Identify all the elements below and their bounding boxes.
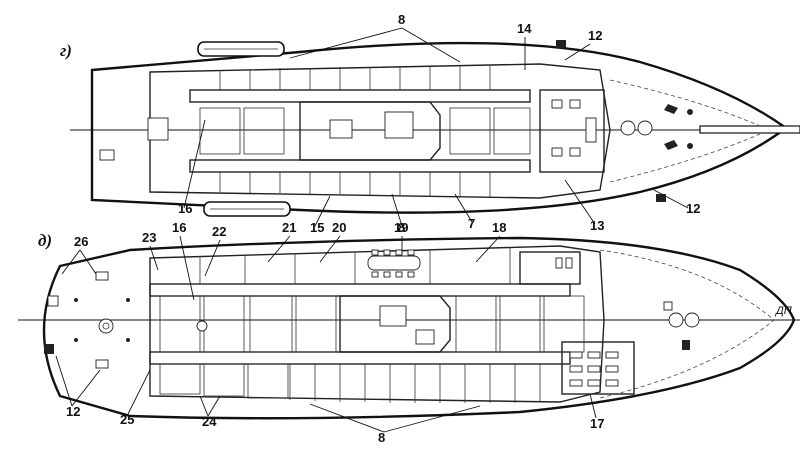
lower-aft-deck [44, 271, 130, 369]
callout-bottom-16: 16 [172, 220, 186, 235]
lower-bow-winches [663, 301, 700, 350]
lower-classroom-desks [569, 351, 619, 387]
upper-cabins-port [219, 65, 491, 90]
deck-plan-upper: г) 8 14 12 12 13 7 8 15 16 [60, 12, 800, 235]
upper-hall-desk [329, 119, 353, 139]
panel-label-d: д) [38, 231, 52, 250]
callout-bottom-21: 21 [282, 220, 296, 235]
deck-plan-lower: ДП [18, 220, 800, 445]
callout-bottom-26: 26 [74, 234, 88, 249]
lower-leader-lines [55, 235, 597, 433]
callout-top-14: 14 [517, 21, 532, 36]
lower-deck-hull [42, 236, 796, 420]
callout-bottom-20: 20 [332, 220, 346, 235]
upper-port-equipment [556, 40, 566, 48]
lower-superstructure [149, 245, 605, 403]
lower-aft-cabins-stbd [159, 363, 289, 399]
upper-bow-winches [620, 104, 693, 150]
callout-top-12a: 12 [588, 28, 602, 43]
upper-central-hall [299, 101, 441, 161]
lower-conference-chairs [371, 249, 415, 278]
upper-bow-shaft [699, 125, 800, 134]
upper-saloon-tables [551, 99, 597, 157]
callout-top-8a: 8 [398, 12, 405, 27]
lower-cabins-stbd [289, 364, 541, 403]
upper-hall-table [384, 111, 414, 139]
callout-top-12b: 12 [686, 201, 700, 216]
upper-leader-lines [183, 27, 689, 227]
upper-deck-hull [90, 41, 789, 214]
panel-label-g: г) [60, 41, 72, 60]
lower-central-lounge [339, 295, 451, 353]
callout-bottom-8: 8 [378, 430, 385, 445]
upper-stbd-equipment [656, 194, 666, 202]
lower-forward-room-port [519, 251, 581, 285]
callout-top-8b: 8 [398, 220, 405, 235]
upper-superstructure [149, 63, 611, 199]
lower-forward-classroom [561, 341, 635, 395]
lower-conference-table [367, 255, 421, 271]
lower-rooms-port [199, 248, 511, 284]
callout-bottom-24: 24 [202, 414, 217, 429]
callout-bottom-17: 17 [590, 416, 604, 431]
lower-lounge-table [379, 305, 407, 327]
centerline-label: ДП [774, 305, 792, 317]
callout-top-7: 7 [468, 216, 475, 231]
callout-bottom-12: 12 [66, 404, 80, 419]
upper-aft-rooms [199, 107, 531, 155]
callout-top-16: 16 [178, 201, 192, 216]
upper-forward-saloon [539, 89, 605, 173]
callout-bottom-19: 19 [394, 220, 408, 235]
upper-aft-box [99, 149, 115, 161]
lower-forward-room-desks [555, 257, 573, 269]
upper-cabins-stbd [219, 172, 491, 197]
callout-bottom-25: 25 [120, 412, 134, 427]
upper-aft-hatch [147, 117, 169, 141]
callout-bottom-23: 23 [142, 230, 156, 245]
callout-top-15: 15 [310, 220, 324, 235]
lower-lounge-seat [415, 329, 435, 345]
callout-bottom-22: 22 [212, 224, 226, 239]
upper-bow-dash [609, 79, 761, 183]
lower-aft-fixture [196, 320, 208, 332]
callout-bottom-18: 18 [492, 220, 506, 235]
